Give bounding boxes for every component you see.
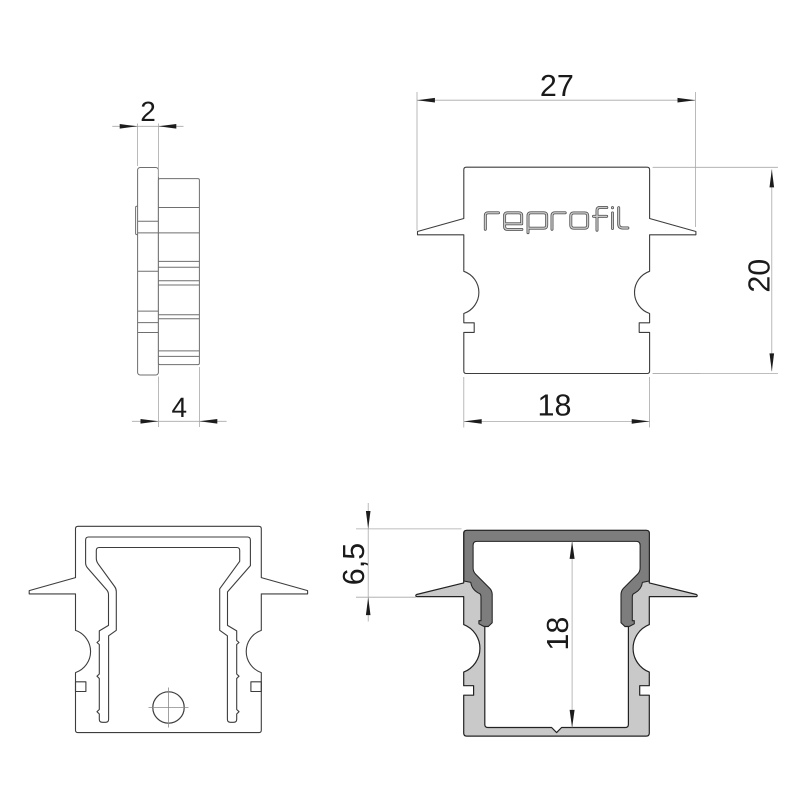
svg-text:18: 18 [541, 617, 575, 651]
svg-text:6,5: 6,5 [337, 543, 371, 585]
svg-text:4: 4 [172, 392, 188, 423]
svg-text:27: 27 [540, 69, 574, 103]
svg-text:20: 20 [742, 259, 776, 293]
svg-text:18: 18 [538, 389, 572, 423]
svg-text:2: 2 [140, 96, 156, 127]
